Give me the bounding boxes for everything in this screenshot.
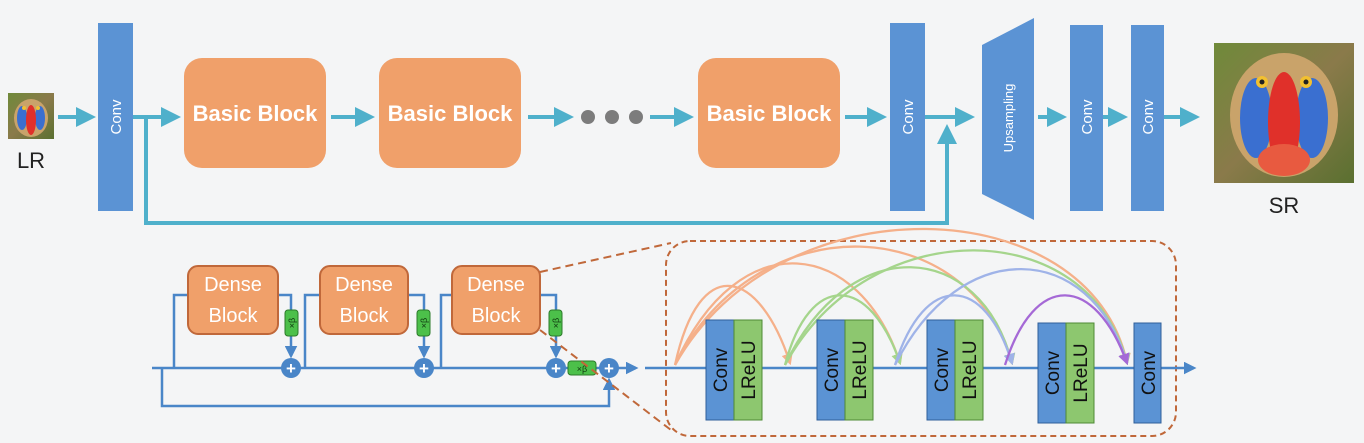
dense-conv-1 [705,319,735,421]
dense-connection-arcs [673,227,1131,366]
conv-label-hr-2: Conv [1140,99,1157,135]
conv-layer-first [98,23,133,211]
scale-beta-2-label: ×β [419,318,429,328]
basic-block-1 [184,58,326,168]
sum-node-outer [599,358,619,378]
scale-beta-1 [284,309,299,337]
scale-beta-3 [548,309,563,337]
conv-layer-after-blocks [890,23,925,211]
conv-label-first: Conv [108,99,125,135]
basic-block-3-label: Basic Block [707,101,832,126]
conv-label-hr-1: Conv [1079,99,1096,135]
dense-block-1-line1: Dense [204,274,262,296]
basic-block-2-label: Basic Block [388,101,513,126]
zoom-guide-top [539,242,672,273]
dense-lrelu-1 [733,319,763,421]
rrdb-outer-skip [160,368,616,408]
sum-node-1-symbol: + [286,359,296,378]
sum-node-2-symbol: + [419,359,429,378]
dense-conv-2-label: Conv [822,347,843,392]
dense-block-detail-frame [665,240,1177,437]
scale-beta-3-label: ×β [551,318,561,328]
dense-lrelu-2-label: LReLU [850,340,871,399]
scale-beta-1-label: ×β [287,318,297,328]
sum-node-1 [281,358,301,378]
dense-lrelu-2 [844,319,874,421]
dense-block-3-line1: Dense [467,274,525,296]
zoom-guide-bottom [539,329,672,431]
dense-lrelu-3-label: LReLU [960,340,981,399]
dense-block-2-line2: Block [340,305,390,327]
dense-block-3 [451,265,541,335]
dense-lrelu-4-label: LReLU [1071,343,1092,402]
dense-lrelu-4 [1065,322,1095,424]
dense-conv-3-label: Conv [932,347,953,392]
dense-block-2 [319,265,409,335]
upsampling-block [982,18,1034,220]
sr-label: SR [1269,193,1300,218]
sum-node-2 [414,358,434,378]
lr-image [8,93,54,139]
conv-layer-hr-1 [1070,25,1103,211]
sum-node-3 [546,358,566,378]
global-skip-connection [144,117,957,225]
basic-block-3 [698,58,840,168]
scale-beta-outer-label: ×β [577,364,587,374]
dense-block-2-line1: Dense [335,274,393,296]
basic-block-2 [379,58,521,168]
sum-node-3-symbol: + [551,359,561,378]
dense-conv-final [1133,322,1162,424]
upsampling-label: Upsampling [1001,84,1016,153]
ellipsis-dots [581,110,643,124]
dense-lrelu-3 [954,319,984,421]
dense-conv-final-label: Conv [1139,350,1160,395]
lr-label: LR [17,148,45,173]
dense-conv-1-label: Conv [711,347,732,392]
dense-block-3-line2: Block [472,305,522,327]
sr-image [1214,43,1354,183]
sum-node-outer-symbol: + [604,359,614,378]
conv-layer-hr-2 [1131,25,1164,211]
dense-block-1-line2: Block [209,305,259,327]
dense-conv-4 [1037,322,1067,424]
scale-beta-2 [416,309,431,337]
conv-label-after-blocks: Conv [900,99,917,135]
dense-conv-2 [816,319,846,421]
basic-block-1-label: Basic Block [193,101,318,126]
dense-lrelu-1-label: LReLU [739,340,760,399]
dense-block-1 [187,265,279,335]
dense-conv-4-label: Conv [1043,350,1064,395]
